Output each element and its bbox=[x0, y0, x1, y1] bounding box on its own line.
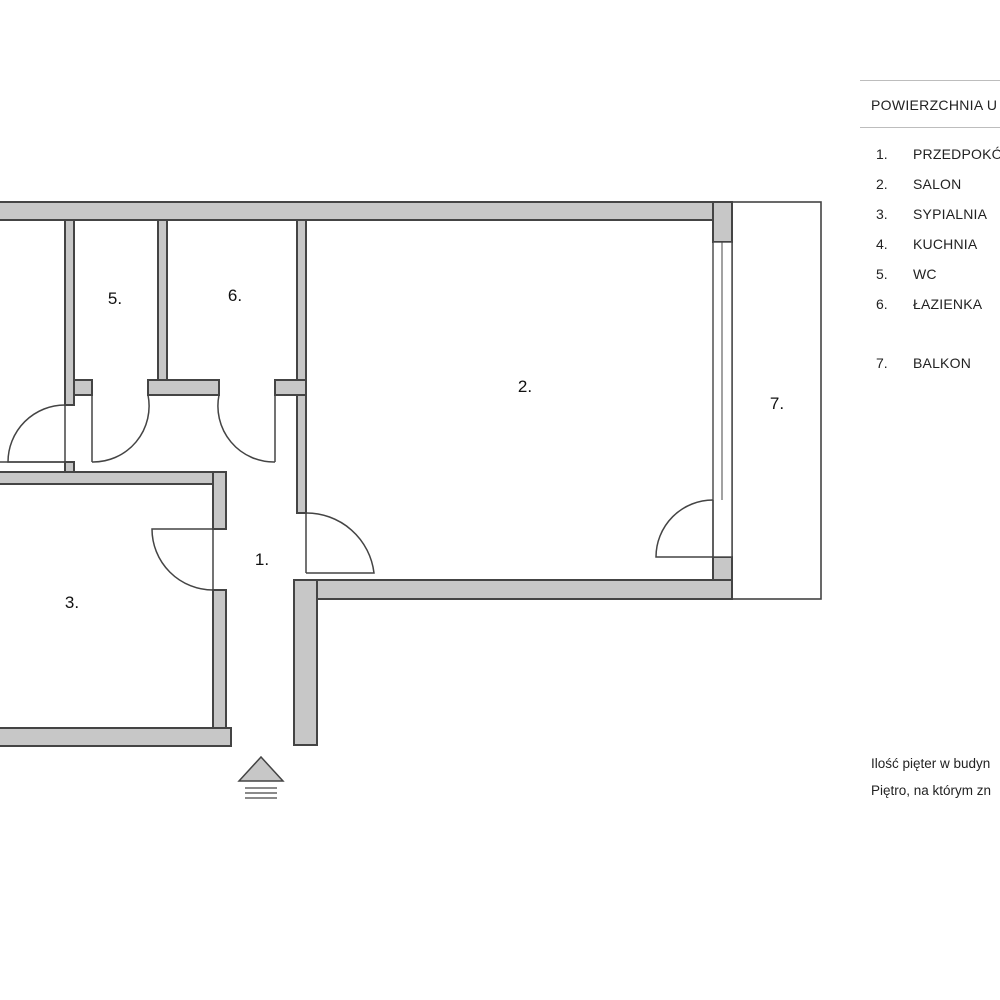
wall-hall-right bbox=[293, 579, 318, 746]
floor-number-label: Piętro, na którym zn bbox=[871, 783, 992, 798]
wall-wc-bath bbox=[157, 219, 168, 386]
legend-item-number: 4. bbox=[876, 236, 888, 252]
wc-door bbox=[91, 394, 150, 463]
legend-rule-bottom bbox=[860, 127, 1000, 128]
legend-item-name: KUCHNIA bbox=[913, 236, 978, 252]
legend-item-number: 1. bbox=[876, 146, 888, 162]
legend-item-name: SYPIALNIA bbox=[913, 206, 988, 222]
legend-item-name: ŁAZIENKA bbox=[913, 296, 983, 312]
wall-top bbox=[0, 201, 733, 221]
wall-living-left-lower bbox=[296, 394, 307, 514]
wall-bedroom-bottom bbox=[0, 727, 232, 747]
legend-title: POWIERZCHNIA U bbox=[871, 97, 998, 113]
living-room-door bbox=[305, 512, 375, 574]
legend-item-name: WC bbox=[913, 266, 937, 282]
kitchen-door bbox=[7, 404, 66, 463]
legend-item-name: PRZEDPOKÓJ bbox=[913, 146, 1000, 162]
room-number-2: 2. bbox=[518, 377, 532, 396]
balcony-door bbox=[655, 499, 714, 558]
wall-wc-left bbox=[64, 219, 75, 406]
wall-bedroom-right-upper bbox=[212, 471, 227, 530]
wall-living-left-upper bbox=[296, 219, 307, 386]
wall-stub bbox=[64, 461, 75, 473]
entrance-arrow-icon bbox=[237, 755, 285, 799]
room-number-7: 7. bbox=[770, 394, 784, 413]
legend-item-number: 2. bbox=[876, 176, 888, 192]
legend-item-number: 7. bbox=[876, 355, 888, 371]
area-legend: POWIERZCHNIA U 1. PRZEDPOKÓJ 2. SALON 3.… bbox=[860, 80, 1000, 820]
floors-count-label: Ilość pięter w budyn bbox=[871, 756, 991, 771]
room-number-5: 5. bbox=[108, 289, 122, 308]
wall-bedroom-top bbox=[0, 471, 227, 485]
wall-bedroom-right-lower bbox=[212, 589, 227, 731]
room-number-1: 1. bbox=[255, 550, 269, 569]
bathroom-door bbox=[217, 394, 276, 463]
room-number-3: 3. bbox=[65, 593, 79, 612]
legend-item-name: SALON bbox=[913, 176, 962, 192]
wall-living-bottom bbox=[293, 579, 733, 600]
wall-bath-bottom-right bbox=[274, 379, 307, 396]
legend-item-number: 3. bbox=[876, 206, 888, 222]
legend-item-number: 6. bbox=[876, 296, 888, 312]
wall-wc-bath-bottom bbox=[147, 379, 220, 396]
legend-rule-top bbox=[860, 80, 1000, 81]
bedroom-door bbox=[151, 528, 214, 591]
legend-item-number: 5. bbox=[876, 266, 888, 282]
room-number-6: 6. bbox=[228, 286, 242, 305]
legend-item-name: BALKON bbox=[913, 355, 971, 371]
wall-right-upper bbox=[712, 201, 733, 243]
wall-wc-bottom-left bbox=[73, 379, 93, 396]
